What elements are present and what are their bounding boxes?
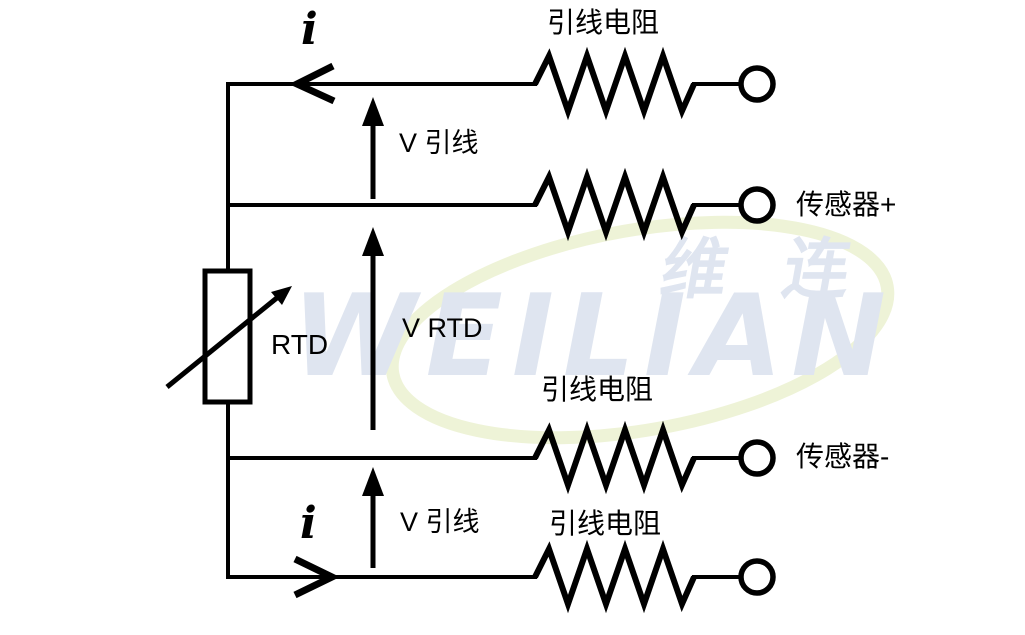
v-lead-label-top: V 引线	[399, 128, 479, 158]
sensor-minus-label: 传感器-	[796, 441, 890, 472]
lead-wire-bottom	[226, 539, 776, 614]
rtd-variability-arrow-shaft	[165, 295, 280, 389]
watermark-swoosh-ellipse	[385, 215, 895, 445]
current-arrow-left	[288, 62, 336, 105]
watermark-brand-latin: WEILIAN	[292, 270, 895, 402]
v-rtd-arrow	[362, 227, 384, 430]
v-lead-label-bottom: V 引线	[400, 507, 480, 537]
v-rtd-label: V RTD	[402, 313, 483, 343]
lead-resistance-label-top: 引线电阻	[547, 7, 660, 38]
sense-wire-minus	[226, 420, 776, 495]
terminal-circle-sensor-plus	[738, 186, 776, 224]
lead-resistor-top-zigzag	[532, 46, 697, 121]
current-arrow-right	[293, 555, 341, 599]
lead-resistance-label-bottom: 引线电阻	[549, 508, 662, 539]
lead-resistance-label-mid: 引线电阻	[541, 374, 654, 405]
sensor-plus-label: 传感器+	[796, 189, 897, 220]
rtd-element	[165, 268, 292, 405]
sense-wire-plus	[226, 167, 776, 242]
rtd-variability-arrowhead	[271, 286, 292, 305]
current-label-bottom: i	[300, 498, 317, 549]
terminal-circle-top	[738, 65, 776, 103]
current-label-top: i	[301, 4, 318, 55]
lead-resistor-minus-zigzag	[532, 420, 697, 495]
v-lead-arrow-bottom	[362, 467, 384, 568]
terminal-circle-sensor-minus	[738, 439, 776, 477]
lead-resistor-bottom-zigzag	[532, 539, 697, 614]
lead-resistor-plus-zigzag	[532, 167, 697, 242]
v-lead-arrow-top	[362, 97, 384, 199]
terminal-circle-bottom	[738, 558, 776, 596]
lead-wire-top	[226, 46, 776, 121]
rtd-label: RTD	[271, 329, 329, 360]
